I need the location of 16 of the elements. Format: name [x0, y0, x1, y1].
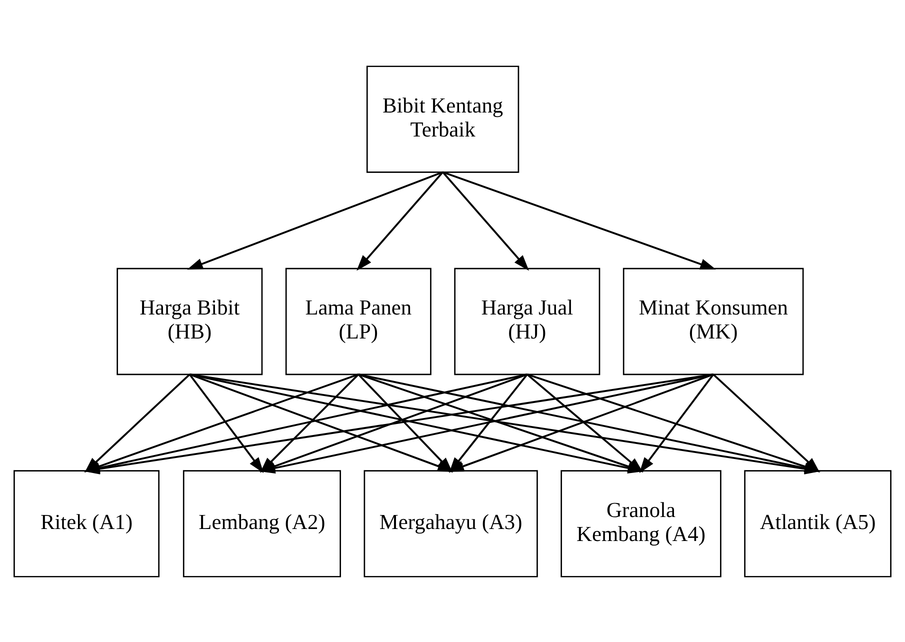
node-box: Minat Konsumen (MK) [622, 267, 804, 375]
arrow [356, 171, 444, 270]
arrow [442, 170, 716, 270]
node-box: Granola Kembang (A4) [560, 470, 722, 577]
node-box: Lama Panen (LP) [285, 267, 432, 375]
node-box: Harga Jual (HJ) [454, 267, 600, 375]
arrow [442, 171, 530, 270]
node-box: Bibit Kentang Terbaik [366, 65, 520, 172]
arrow [188, 373, 264, 473]
arrow [187, 170, 444, 270]
node-box: Lembang (A2) [182, 470, 341, 577]
arrow [639, 373, 714, 473]
node-box: Mergahayu (A3) [364, 470, 538, 577]
node-box: Ritek (A1) [14, 470, 160, 577]
node-box: Atlantik (A5) [744, 470, 892, 577]
node-box: Harga Bibit (HB) [116, 267, 263, 375]
